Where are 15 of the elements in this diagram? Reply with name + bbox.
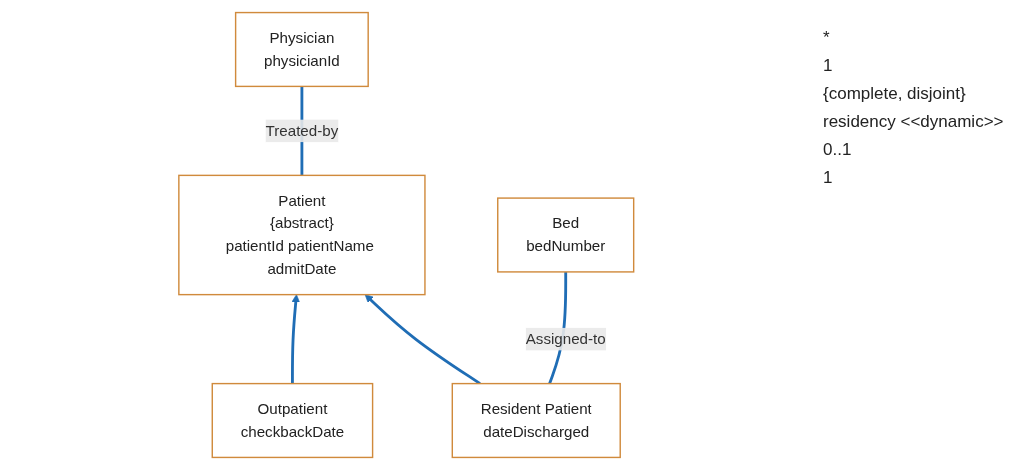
node-box: Outpatient checkbackDate (211, 382, 374, 459)
arrow (291, 294, 301, 384)
node-box: Physician physicianId (235, 11, 370, 88)
node-box: Resident Patient dateDischarged (451, 382, 622, 459)
edge-label: Treated-by (265, 122, 339, 139)
node-box: Bed bedNumber (497, 197, 635, 273)
node-box: Patient {abstract} patientId patientName admitDate (178, 174, 426, 296)
annotation-label: * (823, 28, 831, 48)
arrow (365, 294, 482, 385)
edge-label: Assigned-to (525, 330, 606, 347)
annotation-label: 0..1 (823, 140, 853, 160)
annotation-label: {complete, disjoint} (823, 84, 967, 104)
annotation-label: residency <<dynamic>> (823, 112, 1005, 132)
annotation-label: 1 (823, 168, 834, 188)
annotation-label: 1 (823, 56, 834, 76)
